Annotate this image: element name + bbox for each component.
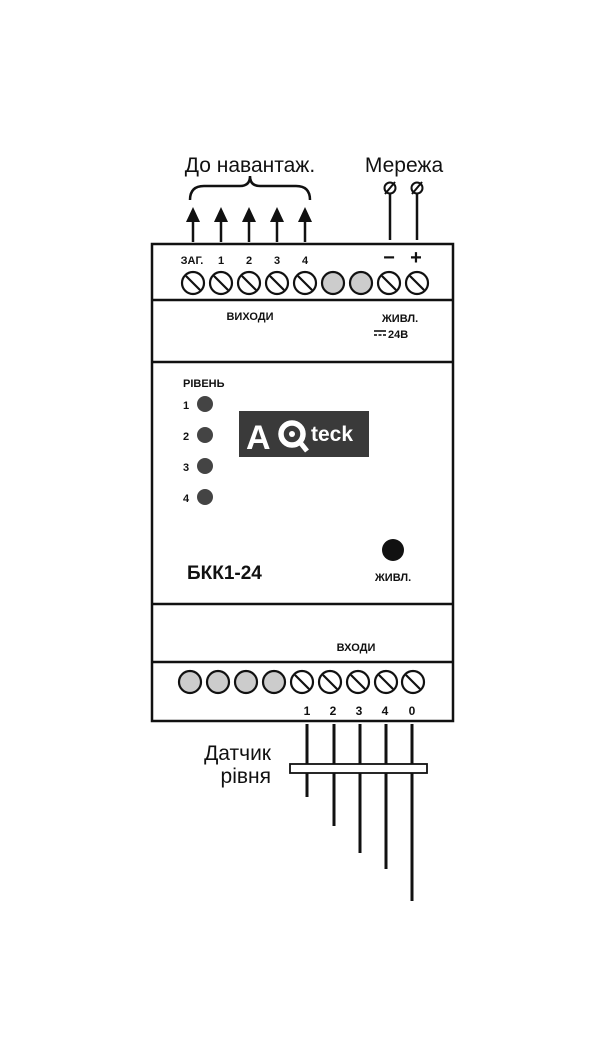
level-led-4: [197, 489, 213, 505]
bottom-screw-4: [373, 669, 399, 695]
bottom-filler-3: [233, 669, 259, 695]
input-label-1: 1: [304, 704, 311, 718]
bottom-screw-2: [317, 669, 343, 695]
level-led-label-3: 3: [183, 462, 189, 474]
level-label: РІВЕНЬ: [183, 378, 225, 390]
device-body: [150, 242, 455, 723]
level-led-label-4: 4: [183, 493, 190, 505]
level-sensor-holder: [289, 763, 428, 774]
top-screw-4: [292, 270, 318, 296]
mains-plug-plus-icon: [410, 181, 424, 195]
power-led-label: ЖИВЛ.: [374, 572, 411, 584]
input-label-2: 2: [330, 704, 337, 718]
level-sensor-electrodes: [305, 724, 414, 901]
power-led: [382, 539, 404, 561]
input-label-0: 0: [409, 704, 416, 718]
aqteck-logo: A teck: [239, 411, 369, 457]
logo-text-a: A: [246, 419, 271, 457]
bottom-screw-3: [345, 669, 371, 695]
mains-label: Мережа: [365, 154, 444, 177]
power-supply-label: ЖИВЛ.: [381, 313, 418, 325]
terminal-label-4: 4: [302, 255, 309, 267]
bottom-filler-1: [177, 669, 203, 695]
output-arrow-4: [296, 205, 314, 244]
level-led-1: [197, 396, 213, 412]
terminal-label-3: 3: [274, 255, 280, 267]
terminal-label-2: 2: [246, 255, 252, 267]
bottom-filler-2: [205, 669, 231, 695]
sensor-label-line1: Датчик: [204, 742, 272, 765]
top-screw-common: [180, 270, 206, 296]
mains-plug-minus-icon: [383, 181, 397, 195]
power-terminal-plus-label: +: [410, 247, 422, 269]
terminal-label-common: ЗАГ.: [181, 255, 204, 267]
terminal-label-1: 1: [218, 255, 224, 267]
top-filler-1: [320, 270, 346, 296]
outputs-label: ВИХОДИ: [226, 311, 273, 323]
level-led-3: [197, 458, 213, 474]
top-screw-power-plus: [404, 270, 430, 296]
load-outputs-brace: [188, 175, 312, 201]
bottom-filler-4: [261, 669, 287, 695]
bottom-screw-0: [400, 669, 426, 695]
sensor-label-line2: рівня: [221, 765, 271, 788]
level-led-label-2: 2: [183, 431, 189, 443]
output-arrow-common: [184, 205, 202, 244]
load-outputs-label: До навантаж.: [185, 154, 315, 177]
output-arrow-1: [212, 205, 230, 244]
input-label-3: 3: [356, 704, 363, 718]
top-screw-2: [236, 270, 262, 296]
model-label: БКК1-24: [187, 563, 262, 584]
output-arrow-3: [268, 205, 286, 244]
power-voltage-label: 24В: [388, 329, 408, 341]
level-led-2: [197, 427, 213, 443]
dc-symbol-icon: [374, 330, 386, 336]
level-led-label-1: 1: [183, 400, 189, 412]
logo-text-teck: teck: [311, 423, 353, 446]
inputs-label: ВХОДИ: [337, 642, 376, 654]
output-arrow-2: [240, 205, 258, 244]
top-screw-3: [264, 270, 290, 296]
top-screw-power-minus: [376, 270, 402, 296]
top-screw-1: [208, 270, 234, 296]
top-filler-2: [348, 270, 374, 296]
input-label-4: 4: [382, 704, 389, 718]
bottom-screw-1: [289, 669, 315, 695]
logo-q-gear-icon: [278, 420, 309, 453]
power-terminal-minus-label: −: [383, 247, 395, 269]
